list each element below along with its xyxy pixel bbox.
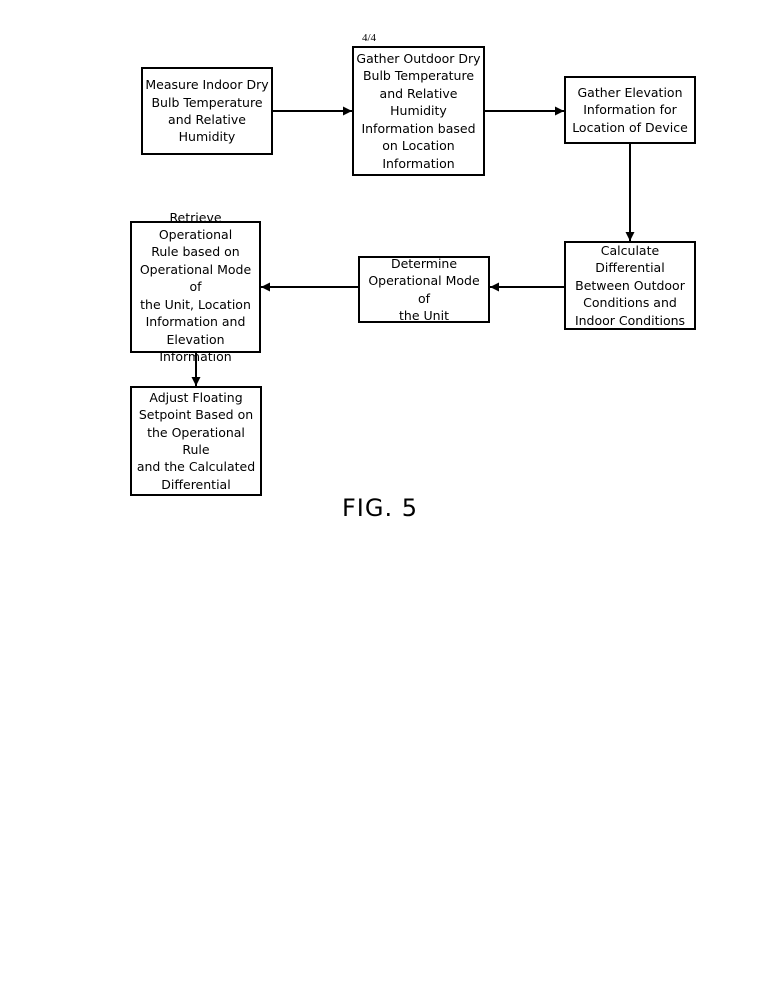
determine-operational-mode-box: Determine Operational Mode of the Unit <box>358 256 490 323</box>
calculate-differential-box: Calculate Differential Between Outdoor C… <box>564 241 696 330</box>
figure-label: FIG. 5 <box>341 494 418 522</box>
measure-indoor-conditions-box: Measure Indoor Dry Bulb Temperature and … <box>141 67 273 155</box>
sheet-number: 4/4 <box>362 32 377 44</box>
retrieve-operational-rule-box: Retrieve Operational Rule based on Opera… <box>130 210 261 364</box>
adjust-floating-setpoint-box: Adjust Floating Setpoint Based on the Op… <box>130 386 262 496</box>
gather-elevation-box: Gather Elevation Information for Locatio… <box>564 76 696 144</box>
gather-outdoor-conditions-box: Gather Outdoor Dry Bulb Temperature and … <box>352 46 485 176</box>
